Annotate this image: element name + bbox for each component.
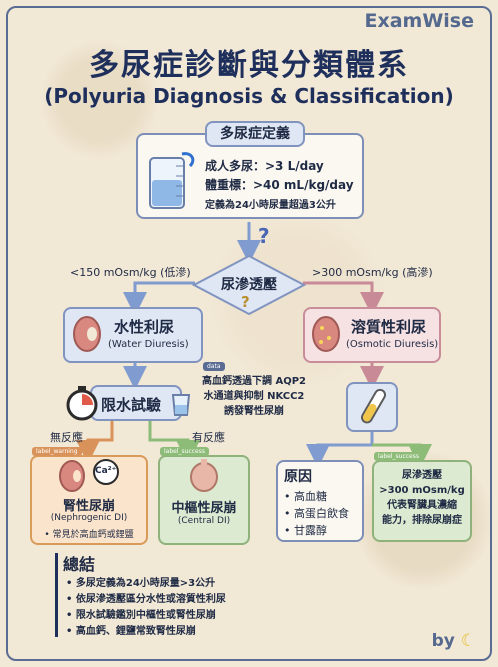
data-note: 高血鈣透過下調 AQP2 水通道與抑制 NKCC2 誘發腎性尿崩: [196, 374, 312, 419]
arrow-to-osmotic: [303, 281, 384, 316]
summary-title: 總結: [63, 555, 96, 574]
response-label: 有反應: [192, 431, 225, 444]
definition-header: 多尿症定義: [205, 121, 305, 147]
nephrogenic-di-box: [30, 455, 148, 545]
cause-item: • 高蛋白飲食: [284, 507, 349, 520]
causes-box: [276, 460, 364, 542]
water-diuresis-title: 水性利尿: [114, 318, 175, 336]
success-tag-concentration: label_success: [374, 452, 423, 461]
data-note-line2: 水通道與抑制 NKCC2: [203, 391, 305, 402]
page-subtitle: (Polyuria Diagnosis & Classification): [44, 84, 454, 108]
concentration-line4: 能力，排除尿崩症: [382, 515, 462, 526]
definition-weight: 體重標：>40 mL/kg/day: [205, 178, 354, 192]
concentration-text: 尿滲透壓 >300 mOsm/kg 代表腎臟具濃縮 能力，排除尿崩症: [372, 468, 472, 528]
nephrogenic-di-note: • 常見於高血鈣或鋰鹽: [44, 530, 134, 540]
decision-diamond: [192, 254, 306, 316]
warning-tag: label_warning: [32, 447, 82, 456]
water-diuresis-subtitle: (Water Diuresis): [108, 339, 189, 350]
arrow-response: [148, 420, 200, 464]
brand-logo-text: ExamWise: [358, 10, 480, 32]
byline: by ☾: [427, 631, 480, 651]
stopwatch-icon: [66, 386, 98, 421]
summary-item: • 多尿定義為24小時尿量>3公升: [66, 578, 216, 589]
osmotic-diuresis-subtitle: (Osmotic Diuresis): [346, 339, 439, 350]
summary-item: • 限水試驗鑑別中樞性或腎性尿崩: [66, 610, 216, 621]
arrow-to-causes: [306, 432, 374, 468]
concentration-line2: >300 mOsm/kg: [379, 485, 465, 496]
data-note-line3: 誘發腎性尿崩: [224, 406, 284, 417]
branch-low-label: <150 mOsm/kg (低滲): [70, 266, 191, 279]
test-tube-icon: [361, 388, 386, 424]
definition-24h: 定義為24小時尿量超過3公升: [205, 200, 336, 211]
summary-accent-bar: [55, 553, 58, 637]
success-tag-central: label_success: [160, 447, 209, 456]
nephrogenic-di-title: 腎性尿崩: [62, 499, 115, 514]
central-di-subtitle: (Central DI): [177, 516, 231, 526]
measuring-beaker-icon: [149, 152, 195, 209]
central-di-title: 中樞性尿崩: [171, 501, 237, 516]
definition-adult: 成人多尿：>3 L/day: [205, 159, 324, 173]
concentration-line3: 代表腎臟具濃縮: [387, 500, 457, 511]
concentration-box: [372, 460, 472, 542]
kidney-particles-icon: [312, 316, 340, 352]
arrow-no-response: [76, 420, 114, 464]
summary-item: • 高血鈣、鋰鹽常致腎性尿崩: [66, 626, 196, 637]
pituitary-icon: [190, 459, 218, 492]
branch-high-label: >300 mOsm/kg (高滲): [312, 266, 433, 279]
water-test-box: [90, 385, 182, 421]
page-title: 多尿症診斷與分類體系: [89, 48, 409, 83]
causes-title: 原因: [284, 469, 312, 485]
byline-text: by: [431, 631, 455, 651]
data-note-line1: 高血鈣透過下調 AQP2: [201, 376, 306, 387]
banana-icon: ☾: [460, 631, 476, 651]
summary-item: • 依尿滲透壓區分水性或溶質性利尿: [66, 594, 226, 605]
osmotic-diuresis-title: 溶質性利尿: [351, 318, 427, 336]
cause-item: • 高血糖: [284, 490, 327, 503]
arrow-to-water: [123, 281, 195, 316]
question-mark-icon: ?: [258, 224, 270, 248]
calcium-ion-label: Ca²⁺: [95, 466, 117, 476]
nephrogenic-di-subtitle: (Nephrogenic DI): [50, 513, 128, 523]
kidney-icon: [73, 316, 101, 352]
water-test-label: 限水試驗: [101, 396, 162, 414]
page-frame: [6, 6, 492, 661]
decision-question-icon: ?: [241, 293, 250, 311]
cause-item: • 甘露醇: [284, 524, 327, 537]
no-response-label: 無反應: [50, 431, 83, 444]
decision-label: 尿滲透壓: [221, 277, 277, 293]
water-glass-icon: [171, 394, 191, 416]
kidney-calcium-icon: [59, 459, 119, 492]
concentration-line1: 尿滲透壓: [402, 470, 442, 481]
data-tag: data: [203, 362, 225, 371]
